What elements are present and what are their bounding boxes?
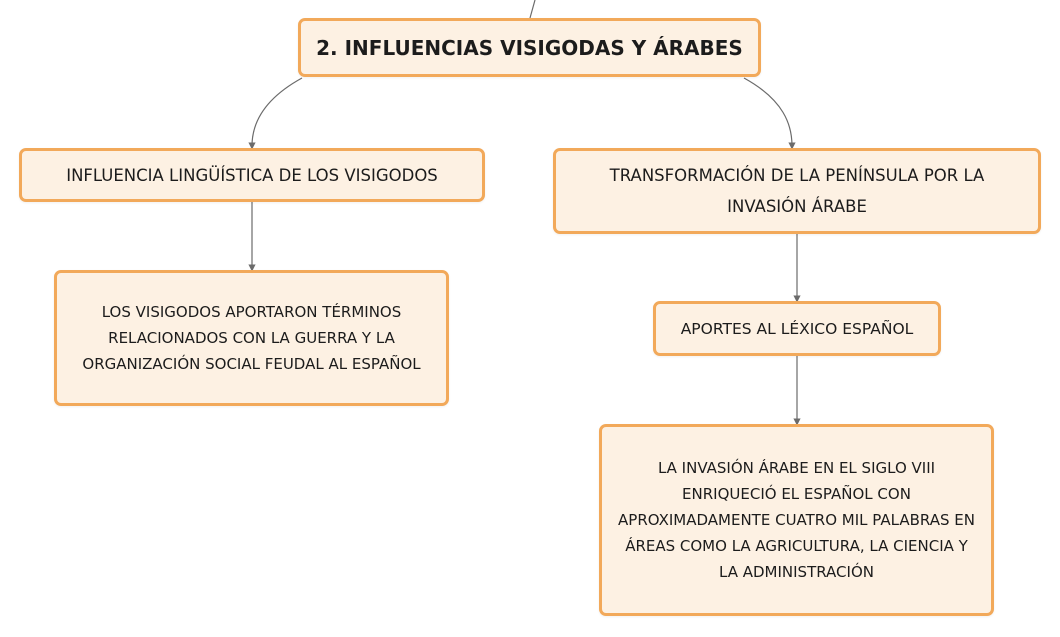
leaf-label-visigodos-aportaron: LOS VISIGODOS APORTARON TÉRMINOS RELACIO… bbox=[82, 303, 421, 373]
branch-node-transformacion-peninsula[interactable]: TRANSFORMACIÓN DE LA PENÍNSULA POR LA IN… bbox=[553, 148, 1041, 234]
leaf-node-visigodos-aportaron[interactable]: LOS VISIGODOS APORTARON TÉRMINOS RELACIO… bbox=[54, 270, 449, 406]
branch-label-influencia-linguistica: INFLUENCIA LINGÜÍSTICA DE LOS VISIGODOS bbox=[66, 165, 438, 185]
subtopic-label-aportes-lexico: APORTES AL LÉXICO ESPAÑOL bbox=[680, 319, 914, 338]
leaf-label-invasion-arabe: LA INVASIÓN ÁRABE EN EL SIGLO VIII ENRIQ… bbox=[618, 459, 975, 581]
root-topic-node[interactable]: 2. INFLUENCIAS VISIGODAS Y ÁRABES bbox=[298, 18, 761, 77]
branch-node-influencia-linguistica[interactable]: INFLUENCIA LINGÜÍSTICA DE LOS VISIGODOS bbox=[19, 148, 485, 202]
connector-root-to-transformacion bbox=[743, 77, 796, 150]
leaf-node-invasion-arabe[interactable]: LA INVASIÓN ÁRABE EN EL SIGLO VIII ENRIQ… bbox=[599, 424, 994, 616]
branch-label-transformacion-peninsula: TRANSFORMACIÓN DE LA PENÍNSULA POR LA IN… bbox=[609, 166, 985, 216]
connector-incoming-root bbox=[529, 0, 536, 19]
root-topic-label: 2. INFLUENCIAS VISIGODAS Y ÁRABES bbox=[316, 35, 743, 60]
connector-root-to-linguistica bbox=[248, 77, 303, 150]
subtopic-node-aportes-lexico[interactable]: APORTES AL LÉXICO ESPAÑOL bbox=[653, 301, 941, 356]
